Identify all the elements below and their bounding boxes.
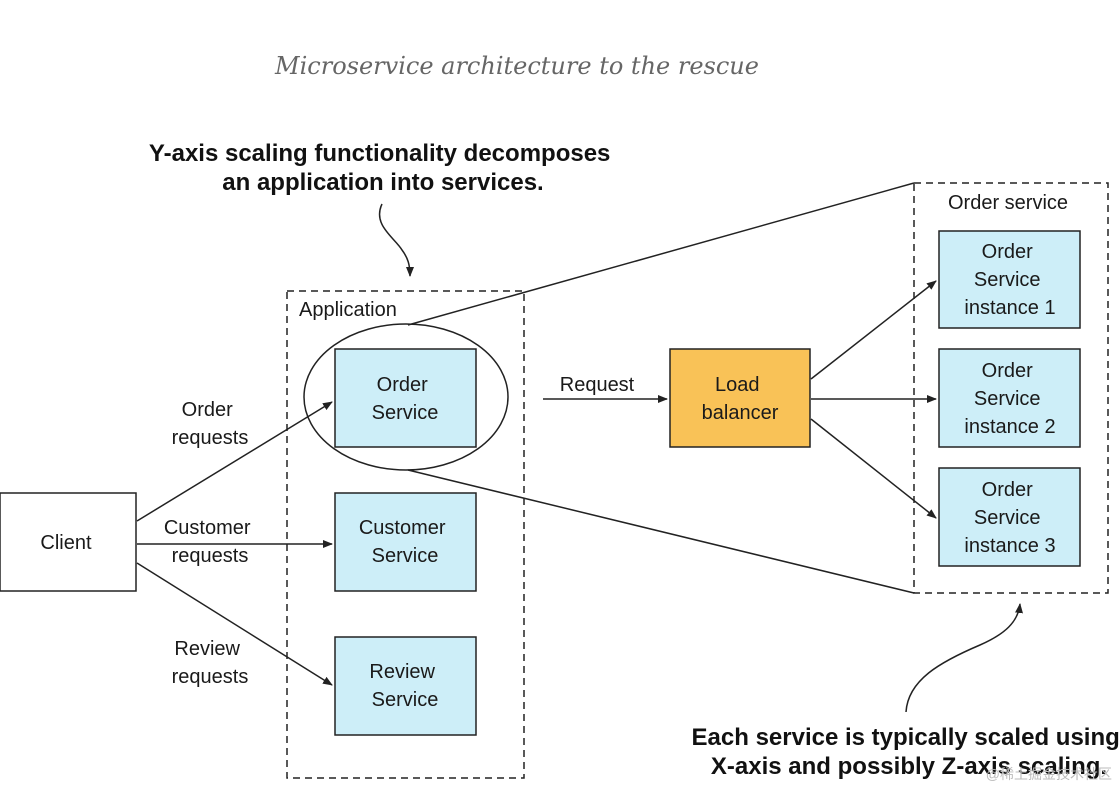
order-service-label: Order Service [372,374,439,424]
review-service-label: Review Service [369,661,440,711]
order-request-arrow [136,401,333,522]
x-axis-callout-line-2: X-axis and possibly Z-axis scaling. [711,753,1107,780]
lb-to-instance-1-arrow [810,280,937,380]
order-service-group [913,182,1109,594]
request-label: Request [560,374,635,396]
order-requests-label: Order requests [172,399,249,449]
customer-requests-label: Customer requests [164,517,256,567]
order-service-instance-3-label: Order Service instance 3 [964,479,1055,557]
order-service-box [334,348,477,448]
client-box [0,492,137,592]
lb-to-instance-3-arrow [810,418,937,519]
zoom-line-bottom [407,469,915,594]
order-service-instance-2-label: Order Service instance 2 [964,360,1055,438]
y-axis-callout: Y-axis scaling functionality decomposes … [149,140,617,196]
order-service-group-label: Order service [948,192,1068,214]
application-label: Application [299,299,397,321]
review-requests-label: Review requests [172,638,249,688]
y-axis-callout-pointer [378,203,414,277]
load-balancer-label: Load balancer [702,374,779,424]
x-axis-callout: Each service is typically scaled using X… [692,724,1120,780]
review-request-arrow [136,562,333,686]
order-service-instance-1-box [938,230,1081,329]
application-container [286,290,525,779]
customer-service-label: Customer Service [359,517,451,567]
y-axis-callout-line-1: Y-axis scaling functionality decomposes [149,140,610,167]
client-label: Client [40,532,92,554]
order-service-instance-2-box [938,348,1081,448]
x-axis-callout-pointer [905,603,1023,713]
load-balancer-box [669,348,811,448]
y-axis-callout-line-2: an application into services. [222,169,543,196]
x-axis-callout-line-1: Each service is typically scaled using [692,724,1120,751]
zoom-line-top [407,182,915,326]
watermark: @稀土掘金技术社区 [986,766,1112,782]
order-service-instance-3-box [938,467,1081,567]
review-service-box [334,636,477,736]
order-service-highlight-ellipse [303,323,509,471]
order-service-instance-1-label: Order Service instance 1 [964,241,1055,319]
page-title: Microservice architecture to the rescue [274,52,759,80]
customer-service-box [334,492,477,592]
